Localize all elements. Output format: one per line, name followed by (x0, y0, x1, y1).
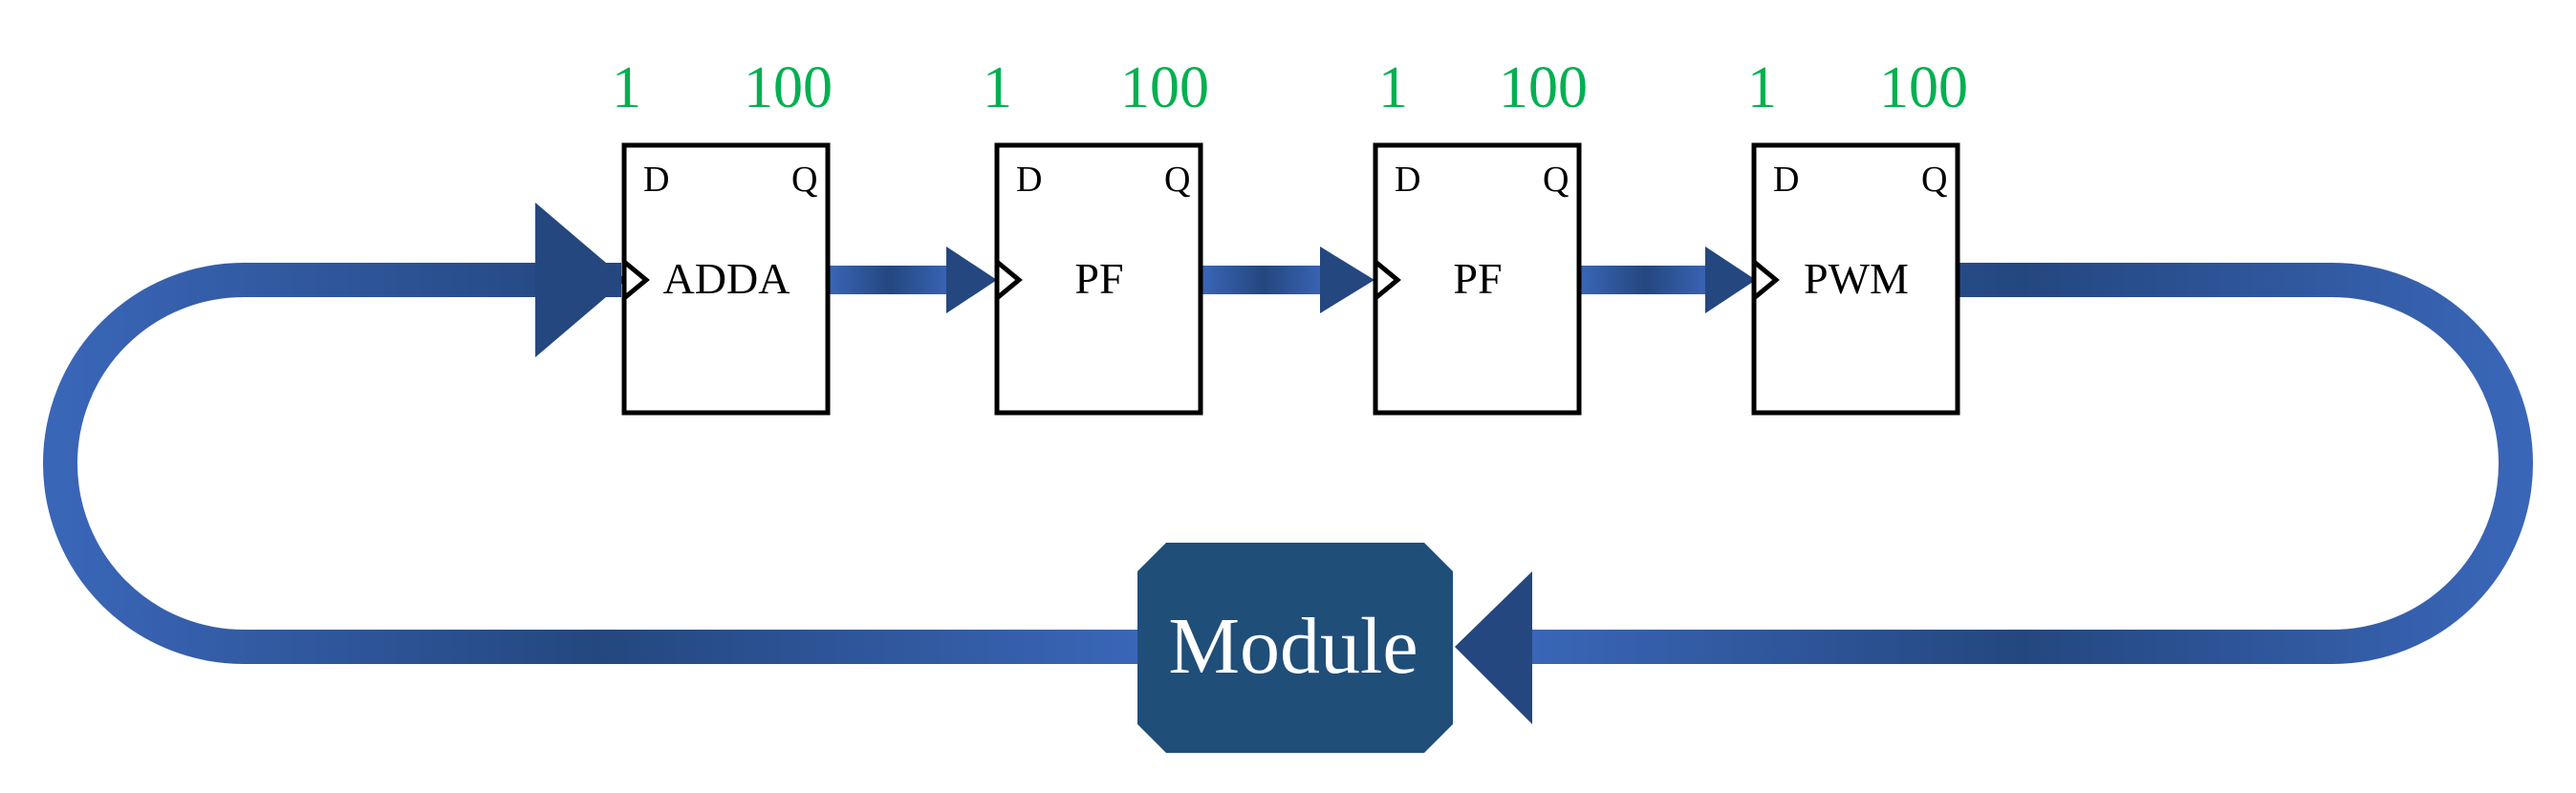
clock-triangle-icon (995, 260, 1023, 300)
module-block: Module (1137, 543, 1453, 753)
block-body (1751, 142, 1960, 416)
start-number: 1 (1747, 55, 1777, 120)
block-body (1373, 142, 1582, 416)
d-pin-label: D (1395, 160, 1420, 200)
block-label: PWM (1804, 254, 1909, 303)
clock-triangle-icon (1752, 260, 1780, 300)
q-pin-label: Q (1543, 160, 1569, 200)
block-pf-1: 1 100 D Q PF (983, 55, 1209, 416)
block-label: PF (1074, 254, 1123, 303)
start-number: 1 (983, 55, 1012, 120)
arrow-left-icon (1455, 571, 1532, 724)
end-number: 100 (1499, 55, 1588, 120)
flow-arrow-3 (1580, 246, 1756, 313)
arrow-right-icon (535, 203, 626, 357)
block-body (621, 142, 831, 416)
start-number: 1 (1378, 55, 1408, 120)
end-number: 100 (744, 55, 833, 120)
d-pin-label: D (1773, 160, 1799, 200)
q-pin-label: Q (791, 160, 817, 200)
arrow-right-icon (1705, 246, 1756, 313)
block-body (994, 142, 1203, 416)
module-label: Module (1168, 602, 1418, 691)
block-adda: 1 100 D Q ADDA (612, 55, 833, 416)
arrow-right-icon (946, 246, 997, 313)
arrow-right-icon (1320, 246, 1375, 313)
start-number: 1 (612, 55, 641, 120)
q-pin-label: Q (1921, 160, 1947, 200)
clock-triangle-icon (1374, 260, 1401, 300)
block-pf-2: 1 100 D Q PF (1373, 55, 1588, 416)
end-number: 100 (1879, 55, 1968, 120)
block-label: ADDA (663, 254, 790, 303)
end-number: 100 (1120, 55, 1209, 120)
d-pin-label: D (1016, 160, 1042, 200)
flow-arrow-2 (1201, 246, 1375, 313)
block-label: PF (1453, 254, 1502, 303)
feedback-loop-pipe (43, 263, 1137, 664)
d-pin-label: D (643, 160, 669, 200)
block-pwm: 1 100 D Q PWM (1747, 55, 1968, 416)
clock-triangle-icon (622, 260, 650, 300)
q-pin-label: Q (1164, 160, 1190, 200)
feedback-loop-pipe-right (1529, 263, 2533, 664)
flow-arrow-1 (828, 246, 997, 313)
module-shape (1137, 543, 1453, 753)
